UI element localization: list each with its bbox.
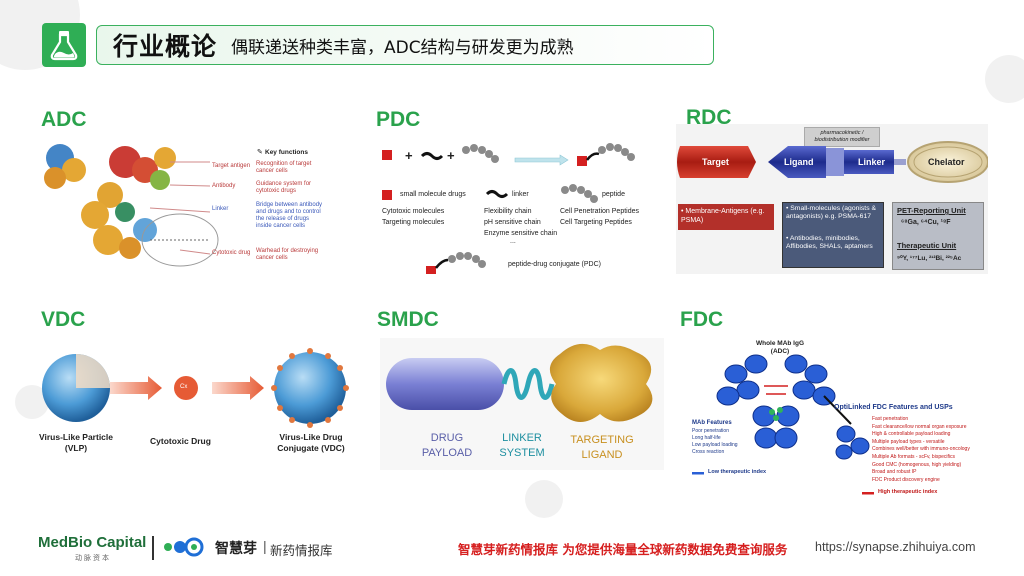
rdc-box-units: PET-Reporting Unit ⁶⁸Ga, ⁶⁴Cu, ¹⁸F Thera… bbox=[892, 202, 984, 270]
fdc-feature-item: Cross reaction bbox=[692, 449, 725, 455]
fdc-feature-item: FDC Product discovery engine bbox=[872, 476, 940, 483]
fdc-feature-item: Combines well/better with immuno-oncolog… bbox=[872, 446, 970, 453]
fdc-panel: Whole MAb IgG (ADC) MAb Features Poor pe… bbox=[686, 334, 1006, 502]
fdc-high-index: High therapeutic index bbox=[878, 489, 938, 495]
zhihuiya-sep: | bbox=[263, 538, 267, 554]
rdc-target-label: Target bbox=[702, 157, 729, 167]
footer-url-link[interactable]: https://synapse.zhihuiya.com bbox=[815, 540, 976, 554]
flask-logo-icon bbox=[42, 23, 86, 67]
vdc-drug-label: Cytotoxic Drug bbox=[150, 436, 211, 446]
pdc-diagram-icon bbox=[382, 143, 635, 274]
adc-key-title: Key functions bbox=[265, 149, 308, 156]
adc-row-name: Linker bbox=[212, 206, 229, 212]
rdc-ligand-label: Ligand bbox=[784, 157, 814, 167]
fdc-feature-item: Multiple Ab formats - scFv, bispecifics bbox=[872, 454, 955, 460]
pdc-col1-item: Targeting molecules bbox=[382, 219, 445, 226]
smdc-ligand-label: TARGETING LIGAND bbox=[570, 434, 634, 461]
fdc-opti-title: OptiLinked FDC Features and USPs bbox=[834, 404, 953, 411]
pdc-legend-peptide: peptide bbox=[602, 191, 625, 198]
rdc-linker-label: Linker bbox=[858, 157, 886, 167]
page-subtitle: 偶联递送种类丰富，ADC结构与研发更为成熟 bbox=[231, 37, 574, 58]
section-label-fdc: FDC bbox=[680, 308, 724, 331]
vdc-drug-mark: Cx bbox=[180, 384, 188, 390]
rdc-box-ligand-text: • Antibodies, minibodies, Affibodies, SH… bbox=[786, 235, 873, 250]
adc-panel: Key functions ✎ Target antigen Recogniti… bbox=[30, 140, 330, 272]
pdc-col3-item: Cell Targeting Peptides bbox=[560, 219, 632, 226]
rdc-ther-isotopes: ⁹⁰Y, ¹⁷⁷Lu, ²¹²Bi, ²²⁵Ac bbox=[897, 255, 962, 262]
rdc-pk-note: pharmacokinetic / biodistribution modifi… bbox=[804, 127, 880, 147]
fdc-whole-mab-label: Whole MAb IgG (ADC) bbox=[755, 340, 805, 355]
watermark-blob bbox=[985, 55, 1024, 103]
pdc-col2-item: Flexibility chain bbox=[484, 208, 532, 215]
title-bar: 行业概论 偶联递送种类丰富，ADC结构与研发更为成熟 bbox=[96, 25, 714, 65]
fdc-feature-item: Long half-life bbox=[692, 435, 721, 441]
adc-row-desc: Bridge between antibody and drugs and to… bbox=[256, 202, 323, 229]
plus-sign: + bbox=[447, 148, 455, 163]
fdc-feature-item: Low payload loading bbox=[692, 442, 738, 448]
pdc-legend-drug: small molecule drugs bbox=[400, 191, 466, 198]
medbio-logo: MedBio Capital bbox=[38, 534, 147, 551]
smdc-diagram-icon bbox=[386, 343, 653, 422]
adc-row-name: Target antigen bbox=[212, 163, 251, 169]
fdc-mab-title: MAb Features bbox=[692, 420, 732, 426]
section-label-pdc: PDC bbox=[376, 108, 421, 131]
medbio-logo-cn: 动脉资本 bbox=[75, 554, 111, 562]
section-label-rdc: RDC bbox=[686, 106, 732, 129]
fdc-feature-item: High & controllable payload loading bbox=[872, 431, 951, 438]
fdc-feature-item: Multiple payload types - versatile bbox=[872, 438, 945, 445]
rdc-ther-title: Therapeutic Unit bbox=[897, 241, 957, 250]
watermark-blob bbox=[525, 480, 563, 518]
zhihuiya-logo-icon bbox=[160, 537, 212, 561]
zhihuiya-sub: 新药情报库 bbox=[270, 544, 333, 558]
fdc-feature-item: Fast penetration bbox=[872, 416, 909, 422]
adc-row-name: Cytotoxic drug bbox=[212, 250, 251, 256]
pdc-col1-item: Cytotoxic molecules bbox=[382, 208, 445, 215]
pdc-col2-item: ... bbox=[510, 238, 516, 245]
pdc-legend-linker: linker bbox=[512, 191, 529, 198]
pdc-conjugate-label: peptide-drug conjugate (PDC) bbox=[508, 261, 601, 268]
adc-row-desc: Recognition of target cancer cells bbox=[256, 161, 312, 174]
rdc-panel: pharmacokinetic / biodistribution modifi… bbox=[676, 124, 988, 274]
pdc-col2-item: pH sensitive chain bbox=[484, 219, 541, 226]
antibody-structure-icon: Key functions ✎ bbox=[44, 144, 308, 267]
smdc-linker-label: LINKER SYSTEM bbox=[499, 432, 545, 459]
fdc-low-index: Low therapeutic index bbox=[708, 469, 767, 475]
adc-row-desc: Warhead for destroying cancer cells bbox=[256, 248, 319, 261]
smdc-payload-label: DRUG PAYLOAD bbox=[421, 432, 473, 459]
rdc-box-ligand-text: • Small-molecules (agonists & antagonist… bbox=[786, 205, 877, 220]
fdc-feature-item: Fast clearance/low normal organ exposure bbox=[872, 423, 967, 430]
fdc-feature-item: Good CMC (homogenous, high yielding) bbox=[872, 461, 962, 468]
vdc-diagram-icon bbox=[42, 348, 349, 428]
section-label-smdc: SMDC bbox=[377, 308, 439, 331]
zhihuiya-brand: 智慧芽 bbox=[215, 540, 257, 556]
fdc-feature-item: Poor penetration bbox=[692, 428, 729, 434]
vdc-conj-label: Virus-Like Drug Conjugate (VDC) bbox=[277, 432, 345, 453]
footer-divider bbox=[152, 536, 154, 560]
rdc-pet-title: PET-Reporting Unit bbox=[897, 206, 966, 215]
rdc-chelator-label: Chelator bbox=[928, 157, 965, 167]
svg-text:✎: ✎ bbox=[257, 148, 263, 156]
pdc-col2-item: Enzyme sensitive chain bbox=[484, 230, 558, 237]
vdc-vlp-label: Virus-Like Particle (VLP) bbox=[38, 432, 114, 453]
rdc-box-antigen: • Membrane-Antigens (e.g. PSMA) bbox=[678, 204, 774, 230]
fdc-feature-item: Broad and robust IP bbox=[872, 469, 917, 476]
fdc-antibody-icon bbox=[692, 354, 874, 495]
footer-slogan: 智慧芽新药情报库 为您提供海量全球新药数据免费查询服务 bbox=[458, 542, 788, 557]
adc-row-desc: Guidance system for cytotoxic drugs bbox=[256, 181, 312, 194]
section-label-adc: ADC bbox=[41, 108, 87, 131]
plus-sign: + bbox=[405, 148, 413, 163]
rdc-box-ligand: • Small-molecules (agonists & antagonist… bbox=[782, 202, 884, 268]
rdc-construct-icon bbox=[677, 141, 988, 183]
adc-row-name: Antibody bbox=[212, 183, 236, 189]
pdc-panel: + + small molecule drugs linker peptide … bbox=[370, 138, 660, 274]
pdc-col3-item: Cell Penetration Peptides bbox=[560, 208, 639, 215]
rdc-pet-isotopes: ⁶⁸Ga, ⁶⁴Cu, ¹⁸F bbox=[901, 219, 951, 226]
smdc-panel: DRUG PAYLOAD LINKER SYSTEM TARGETING LIG… bbox=[380, 338, 664, 470]
page-title: 行业概论 bbox=[113, 32, 218, 61]
vdc-panel: Cx Virus-Like Particle (VLP) Cytotoxic D… bbox=[30, 348, 360, 470]
section-label-vdc: VDC bbox=[41, 308, 86, 331]
